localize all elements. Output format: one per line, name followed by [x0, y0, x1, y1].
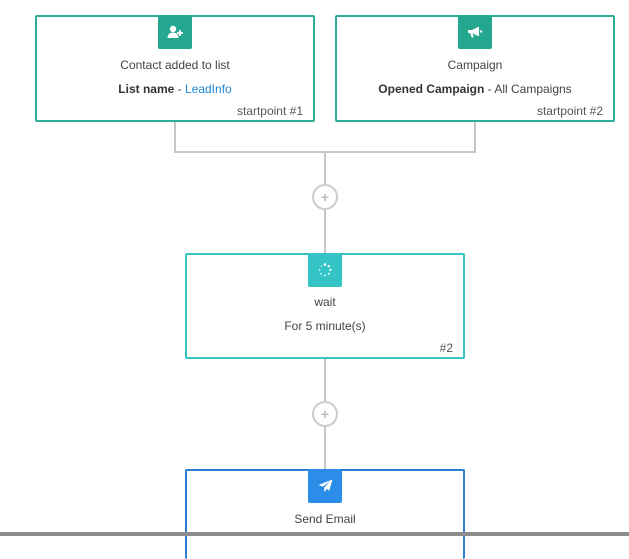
campaign-event-label: Opened Campaign — [378, 82, 485, 96]
startpoint-node-2[interactable]: Campaign Opened Campaign - All Campaigns… — [335, 15, 615, 122]
node-title: Send Email — [294, 512, 356, 526]
startpoint-node-1[interactable]: Contact added to list List name - LeadIn… — [35, 15, 315, 122]
wait-duration: For 5 minute(s) — [284, 319, 366, 333]
connector-start1-down — [174, 121, 176, 152]
spinner-icon — [308, 253, 342, 287]
node-title: wait — [314, 295, 336, 309]
node-detail: List name - LeadInfo — [37, 82, 313, 96]
startpoint-label: startpoint #1 — [236, 104, 303, 118]
list-name-link[interactable]: LeadInfo — [184, 82, 232, 96]
node-title: Campaign — [447, 58, 503, 72]
megaphone-icon — [458, 15, 492, 49]
node-title: Contact added to list — [120, 58, 230, 72]
user-plus-icon — [158, 15, 192, 49]
node-detail: Opened Campaign - All Campaigns — [337, 82, 613, 96]
send-email-node[interactable]: Send Email — [185, 469, 465, 559]
step-number: #2 — [439, 341, 453, 355]
list-name-label: List name — [118, 82, 175, 96]
startpoint-label: startpoint #2 — [536, 104, 603, 118]
paper-plane-icon — [308, 469, 342, 503]
wait-node[interactable]: wait For 5 minute(s) #2 — [185, 253, 465, 359]
connector-start2-down — [474, 121, 476, 152]
horizontal-scrollbar[interactable] — [0, 532, 629, 536]
add-step-button[interactable]: + — [312, 401, 338, 427]
separator: - — [174, 82, 185, 96]
add-step-button[interactable]: + — [312, 184, 338, 210]
campaign-scope: - All Campaigns — [484, 82, 572, 96]
